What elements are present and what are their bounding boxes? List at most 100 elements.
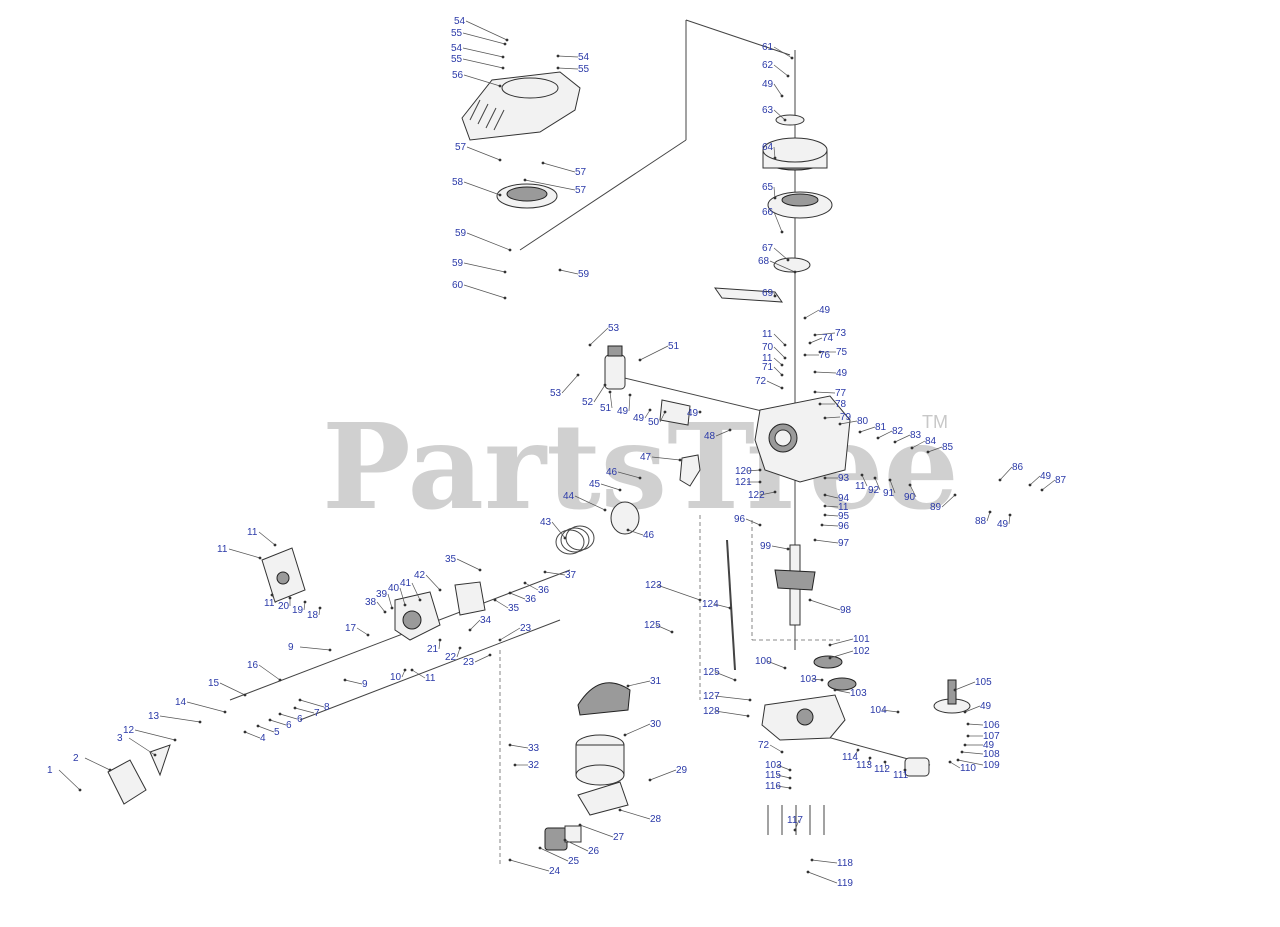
callout-label[interactable]: 32 [528, 760, 540, 771]
callout-label[interactable]: 30 [650, 719, 662, 730]
callout-32[interactable]: 32 [513, 760, 540, 771]
callout-label[interactable]: 114 [842, 752, 858, 763]
callout-53[interactable]: 53 [550, 373, 580, 399]
callout-label[interactable]: 84 [925, 436, 937, 447]
callout-label[interactable]: 3 [117, 733, 123, 744]
callout-111[interactable]: 111 [893, 768, 909, 781]
callout-label[interactable]: 49 [1040, 471, 1052, 482]
callout-label[interactable]: 94 [838, 493, 850, 504]
callout-57[interactable]: 57 [523, 178, 587, 196]
callout-105[interactable]: 105 [953, 677, 993, 692]
callout-76[interactable]: 76 [803, 350, 831, 361]
callout-50[interactable]: 50 [648, 410, 667, 428]
callout-label[interactable]: 57 [455, 142, 467, 153]
callout-125[interactable]: 125 [703, 667, 737, 682]
callout-label[interactable]: 35 [508, 603, 520, 614]
callout-label[interactable]: 91 [883, 488, 895, 499]
callout-26[interactable]: 26 [563, 838, 600, 857]
callout-94[interactable]: 94 [823, 493, 850, 504]
callout-label[interactable]: 101 [853, 634, 870, 645]
callout-103[interactable]: 103 [833, 688, 868, 699]
callout-label[interactable]: 54 [454, 16, 466, 27]
callout-34[interactable]: 34 [468, 615, 492, 632]
callout-28[interactable]: 28 [618, 808, 662, 825]
callout-98[interactable]: 98 [808, 598, 852, 616]
callout-112[interactable]: 112 [874, 760, 890, 775]
callout-56[interactable]: 56 [452, 70, 502, 88]
callout-115[interactable]: 115 [765, 770, 792, 781]
callout-label[interactable]: 1 [47, 765, 53, 776]
callout-label[interactable]: 108 [983, 749, 1000, 760]
callout-79[interactable]: 79 [823, 412, 852, 423]
callout-57[interactable]: 57 [455, 142, 502, 162]
callout-33[interactable]: 33 [508, 743, 540, 754]
callout-label[interactable]: 11 [762, 353, 773, 364]
callout-24[interactable]: 24 [508, 858, 561, 877]
callout-39[interactable]: 39 [376, 589, 394, 610]
callout-label[interactable]: 23 [463, 657, 475, 668]
callout-49[interactable]: 49 [813, 368, 848, 379]
callout-49[interactable]: 49 [687, 408, 702, 419]
callout-label[interactable]: 96 [734, 514, 746, 525]
callout-54[interactable]: 54 [454, 16, 509, 42]
callout-label[interactable]: 92 [868, 485, 880, 496]
callout-49[interactable]: 49 [633, 408, 652, 424]
callout-40[interactable]: 40 [388, 583, 407, 607]
callout-109[interactable]: 109 [956, 758, 1001, 771]
callout-77[interactable]: 77 [813, 388, 847, 399]
callout-label[interactable]: 117 [787, 815, 803, 826]
callout-36[interactable]: 36 [508, 591, 537, 605]
callout-label[interactable]: 5 [274, 727, 280, 738]
callout-42[interactable]: 42 [414, 570, 442, 592]
callout-label[interactable]: 71 [762, 362, 774, 373]
callout-label[interactable]: 36 [525, 594, 537, 605]
callout-87[interactable]: 87 [1040, 475, 1067, 492]
callout-label[interactable]: 49 [819, 305, 831, 316]
callout-label[interactable]: 33 [528, 743, 540, 754]
callout-label[interactable]: 50 [648, 417, 660, 428]
callout-16[interactable]: 16 [247, 660, 282, 682]
callout-67[interactable]: 67 [762, 243, 790, 262]
callout-label[interactable]: 54 [578, 52, 590, 63]
callout-label[interactable]: 54 [451, 43, 463, 54]
callout-label[interactable]: 89 [930, 502, 942, 513]
callout-label[interactable]: 107 [983, 731, 1000, 742]
callout-label[interactable]: 103 [800, 674, 817, 685]
callout-label[interactable]: 44 [563, 491, 575, 502]
callout-label[interactable]: 113 [856, 760, 872, 771]
callout-label[interactable]: 46 [643, 530, 655, 541]
callout-label[interactable]: 53 [550, 388, 562, 399]
callout-label[interactable]: 51 [600, 403, 612, 414]
callout-125[interactable]: 125 [644, 620, 674, 634]
callout-10[interactable]: 10 [390, 668, 407, 683]
callout-label[interactable]: 9 [362, 679, 368, 690]
callout-label[interactable]: 48 [704, 431, 716, 442]
callout-18[interactable]: 18 [307, 606, 322, 621]
callout-63[interactable]: 63 [762, 105, 787, 122]
callout-label[interactable]: 57 [575, 185, 587, 196]
callout-label[interactable]: 86 [1012, 462, 1024, 473]
callout-label[interactable]: 80 [857, 416, 869, 427]
callout-8[interactable]: 8 [298, 698, 330, 713]
callout-label[interactable]: 82 [892, 426, 904, 437]
callout-74[interactable]: 74 [808, 333, 834, 345]
callout-25[interactable]: 25 [538, 846, 580, 867]
callout-label[interactable]: 21 [427, 644, 439, 655]
callout-label[interactable]: 17 [345, 623, 357, 634]
callout-label[interactable]: 43 [540, 517, 552, 528]
callout-101[interactable]: 101 [828, 634, 871, 647]
callout-55[interactable]: 55 [556, 64, 590, 75]
callout-label[interactable]: 49 [997, 519, 1009, 530]
callout-96[interactable]: 96 [820, 521, 850, 532]
callout-label[interactable]: 18 [307, 610, 319, 621]
callout-label[interactable]: 78 [835, 399, 847, 410]
callout-label[interactable]: 62 [762, 60, 774, 71]
callout-label[interactable]: 64 [762, 142, 774, 153]
callout-117[interactable]: 117 [787, 815, 803, 832]
callout-44[interactable]: 44 [563, 491, 607, 512]
callout-11[interactable]: 11 [855, 473, 868, 492]
callout-20[interactable]: 20 [278, 596, 292, 612]
callout-82[interactable]: 82 [876, 426, 904, 440]
callout-label[interactable]: 104 [870, 705, 887, 716]
callout-37[interactable]: 37 [543, 570, 577, 581]
